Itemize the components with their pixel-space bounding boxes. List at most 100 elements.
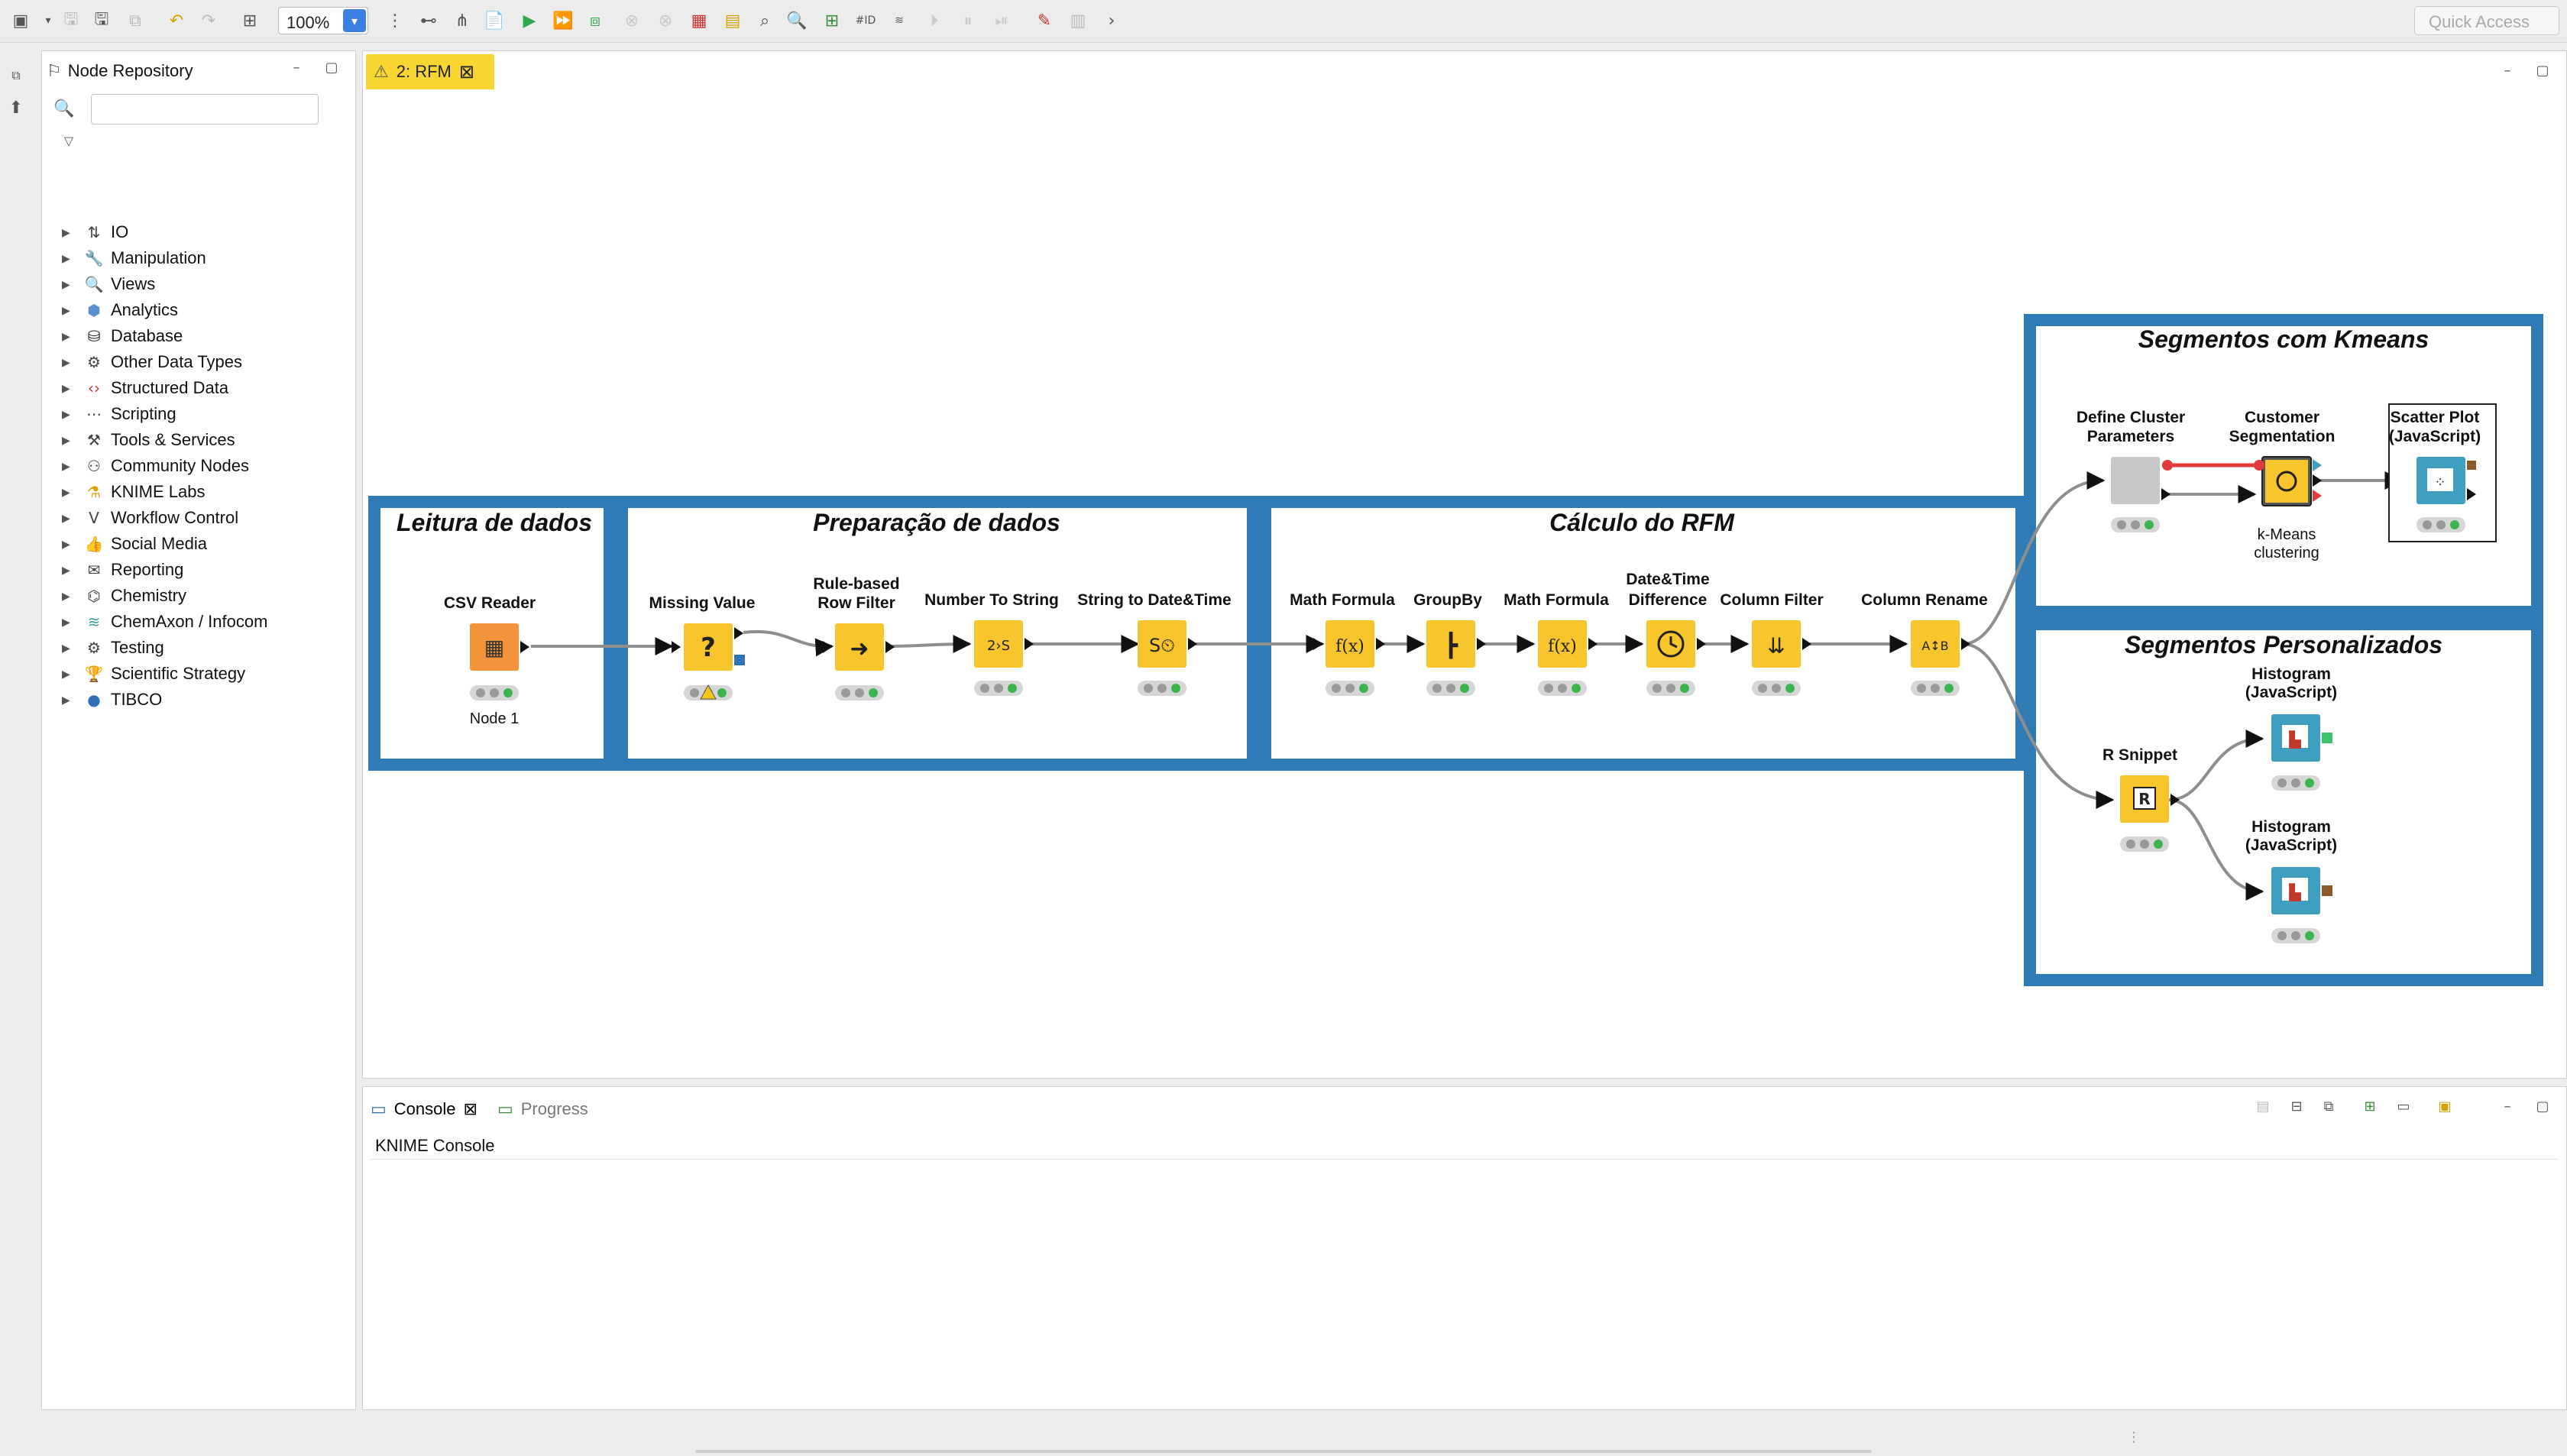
node-string-to-datetime[interactable]: String to Date&Time S⏲ [1077, 591, 1232, 696]
close-icon[interactable]: ⊠ [458, 61, 474, 83]
configure-icon[interactable]: 📄 [484, 11, 505, 31]
node-math-formula-2[interactable]: Math Formula f(x) [1504, 591, 1609, 696]
new-icon[interactable]: ▣ [12, 11, 29, 31]
display-console-icon[interactable]: ▭ [2397, 1098, 2410, 1115]
node-csv-reader[interactable]: CSV Reader ▦ Node 1 [444, 594, 536, 727]
expand-arrow-icon[interactable]: ▶ [62, 279, 70, 291]
save-as-icon[interactable]: 🖫 [94, 10, 109, 29]
expand-arrow-icon[interactable]: ▶ [62, 694, 70, 707]
repository-category[interactable]: ▶⇅IO [62, 219, 128, 245]
expand-arrow-icon[interactable]: ▶ [62, 357, 70, 369]
repository-category[interactable]: ▶🏆Scientific Strategy [62, 661, 245, 687]
step-icon[interactable]: ⏵ [930, 11, 939, 31]
minimize-icon[interactable]: – [293, 59, 300, 76]
node-datetime-difference[interactable]: Date&Time Difference [1626, 571, 1710, 696]
repository-category[interactable]: ▶⋯Scripting [62, 401, 176, 427]
node-layout-icon[interactable]: ⊞ [242, 11, 257, 31]
repository-category[interactable]: ▶🔧Manipulation [62, 245, 206, 271]
node-number-to-string[interactable]: Number To String 2›S [924, 591, 1059, 696]
repository-category[interactable]: ▶⚙Other Data Types [62, 349, 242, 375]
explorer-icon[interactable]: ⬆ [8, 98, 24, 118]
maximize-icon[interactable]: ▢ [325, 59, 338, 76]
expand-arrow-icon[interactable]: ▶ [62, 487, 70, 499]
node-column-filter[interactable]: Column Filter ⇊ [1720, 591, 1824, 696]
filter-dropdown-icon[interactable]: ▽ [63, 133, 74, 148]
expand-arrow-icon[interactable]: ▶ [62, 331, 70, 343]
node-rule-based-row-filter[interactable]: Rule-based Row Filter ➜ [813, 575, 900, 700]
repository-search-input[interactable] [91, 94, 319, 125]
node-name-icon[interactable]: ≋ [895, 15, 904, 27]
tab-workflow-rfm[interactable]: ⚠ 2: RFM ⊠ [366, 54, 494, 89]
cancel-all-icon[interactable]: ⊗ [658, 11, 673, 31]
restore-icon[interactable]: ⧉ [11, 68, 21, 83]
repository-category[interactable]: ▶⚒Tools & Services [62, 427, 235, 453]
node-id-icon[interactable]: #ID [855, 15, 876, 27]
expand-arrow-icon[interactable]: ▶ [62, 227, 70, 239]
expand-arrow-icon[interactable]: ▶ [62, 383, 70, 395]
node-groupby[interactable]: GroupBy ┣ [1413, 591, 1486, 696]
cancel-icon[interactable]: ⊗ [624, 11, 639, 31]
node-r-snippet[interactable]: R Snippet R [2102, 746, 2180, 852]
repository-category[interactable]: ▶●TIBCO [62, 687, 162, 713]
scroll-lock-icon[interactable]: ⊟ [2290, 1098, 2303, 1115]
repository-category[interactable]: ▶⬢Analytics [62, 297, 178, 323]
pin-console-icon[interactable]: ⊞ [2364, 1098, 2376, 1115]
resume-icon[interactable]: ⏯ [995, 11, 1008, 31]
search-icon[interactable]: 🔍 [53, 99, 75, 118]
repository-category[interactable]: ▶⌬Chemistry [62, 583, 186, 609]
save-all-icon[interactable]: ⧉ [129, 11, 141, 31]
redo-icon[interactable]: ↷ [201, 11, 216, 31]
undo-icon[interactable]: ↶ [169, 11, 184, 31]
pause-icon[interactable]: ⏸ [963, 11, 973, 31]
reset-icon[interactable]: ▦ [691, 11, 707, 31]
node-define-cluster-parameters[interactable]: Define Cluster Parameters [2077, 409, 2185, 532]
expand-arrow-icon[interactable]: ▶ [62, 253, 70, 265]
node-histogram-1[interactable]: Histogram (JavaScript) ▙ [2245, 665, 2337, 791]
maximize-icon[interactable]: ▢ [2536, 1098, 2549, 1115]
repository-category[interactable]: ▶≋ChemAxon / Infocom [62, 609, 267, 635]
repository-category[interactable]: ▶✉Reporting [62, 557, 183, 583]
repository-category[interactable]: ▶⚗KNIME Labs [62, 479, 206, 505]
expand-arrow-icon[interactable]: ▶ [62, 461, 70, 473]
minimize-icon[interactable]: – [2504, 1098, 2511, 1115]
node-math-formula-1[interactable]: Math Formula f(x) [1290, 591, 1395, 696]
node-column-rename[interactable]: Column Rename A↕B [1861, 591, 1988, 696]
tab-console[interactable]: ▭ Console ⊠ [371, 1099, 477, 1119]
execute-icon[interactable]: ▶ [523, 11, 536, 31]
expand-arrow-icon[interactable]: ▶ [62, 305, 70, 317]
node-customer-segmentation[interactable]: Customer Segmentation k-Means clustering [2229, 409, 2336, 561]
annotation-icon[interactable]: ▤ [724, 11, 741, 31]
zoom-select[interactable]: 100% ▾ [278, 7, 368, 34]
new-dropdown-icon[interactable]: ▾ [45, 15, 51, 27]
minimize-icon[interactable]: – [2504, 62, 2511, 79]
quick-access-field[interactable]: Quick Access [2414, 6, 2559, 35]
repository-category[interactable]: ▶👍Social Media [62, 531, 207, 557]
workflow-canvas[interactable]: Leitura de dados Preparação de dados Cál… [363, 92, 2566, 1078]
expand-arrow-icon[interactable]: ▶ [62, 513, 70, 525]
execute-all-icon[interactable]: ⏩ [552, 11, 574, 31]
more-icon[interactable]: › [1108, 11, 1115, 31]
save-icon[interactable]: 🖫 [63, 10, 79, 29]
expand-arrow-icon[interactable]: ▶ [62, 539, 70, 551]
open-view-icon[interactable]: ⌕ [759, 11, 770, 31]
expand-arrow-icon[interactable]: ▶ [62, 435, 70, 447]
word-wrap-icon[interactable]: ⧉ [2323, 1098, 2334, 1115]
expand-arrow-icon[interactable]: ▶ [62, 565, 70, 577]
node-scatter-plot[interactable]: Scatter Plot (JavaScript) ⁘ [2388, 403, 2497, 542]
zoom-icon[interactable]: 🔍 [786, 11, 808, 31]
node-missing-value[interactable]: Missing Value ? [649, 594, 756, 700]
expand-arrow-icon[interactable]: ▶ [62, 590, 70, 603]
expand-arrow-icon[interactable]: ▶ [62, 616, 70, 629]
chevron-down-icon[interactable]: ▾ [343, 9, 366, 32]
repository-category[interactable]: ▶⛁Database [62, 323, 183, 349]
align-icon[interactable]: ⋮ [387, 11, 403, 31]
connect-icon[interactable]: ⊷ [420, 11, 437, 31]
hierarchy-icon[interactable]: ⋔ [455, 11, 470, 31]
drag-handle-icon[interactable]: ⋮ [2127, 1428, 2141, 1445]
expand-arrow-icon[interactable]: ▶ [62, 409, 70, 421]
tab-node-repository[interactable]: ⚐ Node Repository [47, 56, 230, 86]
layout-icon[interactable]: ▥ [1070, 11, 1086, 31]
hub-icon[interactable]: ✎ [1037, 11, 1052, 31]
repository-category[interactable]: ▶⚙Testing [62, 635, 164, 661]
